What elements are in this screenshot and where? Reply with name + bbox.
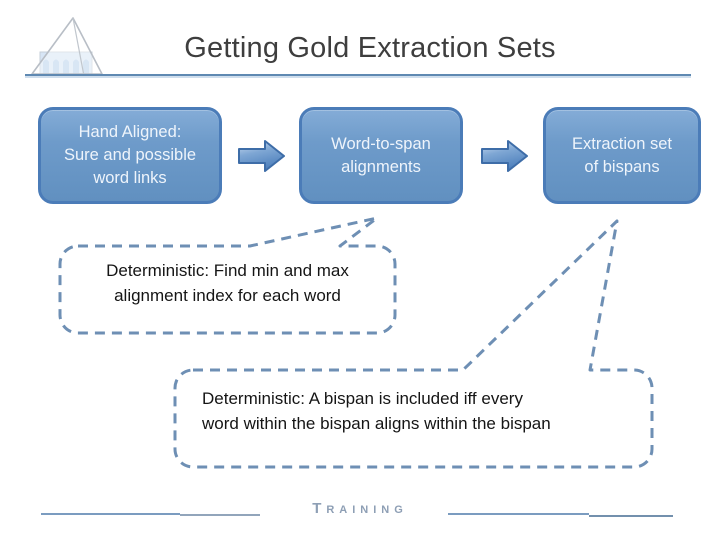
footer-section-label: TRAINING	[0, 500, 720, 518]
footer-divider-line	[448, 513, 589, 515]
logo-columns	[43, 59, 89, 76]
callout-1-text: Deterministic: Find min and max alignmen…	[106, 261, 349, 305]
logo-roof-fill	[32, 18, 102, 74]
pavilion-logo-icon	[31, 17, 103, 77]
title-underline	[25, 74, 691, 76]
right-block-arrow-icon	[481, 140, 528, 172]
flow-box-extraction-set: Extraction set of bispans	[543, 107, 701, 204]
flow-box-hand-aligned: Hand Aligned: Sure and possible word lin…	[38, 107, 222, 204]
callout-2-text: Deterministic: A bispan is included iff …	[202, 389, 551, 433]
slide-title: Getting Gold Extraction Sets	[184, 32, 556, 64]
footer-label-initial: T	[312, 500, 327, 517]
footer-divider-line	[180, 514, 260, 516]
flow-box-word-to-span: Word-to-span alignments	[299, 107, 463, 204]
footer-divider-line	[41, 513, 180, 515]
footer-divider-line	[589, 515, 673, 517]
logo-fold-line	[72, 17, 85, 77]
footer-label-rest: RAINING	[326, 504, 408, 516]
right-block-arrow-icon	[238, 140, 285, 172]
